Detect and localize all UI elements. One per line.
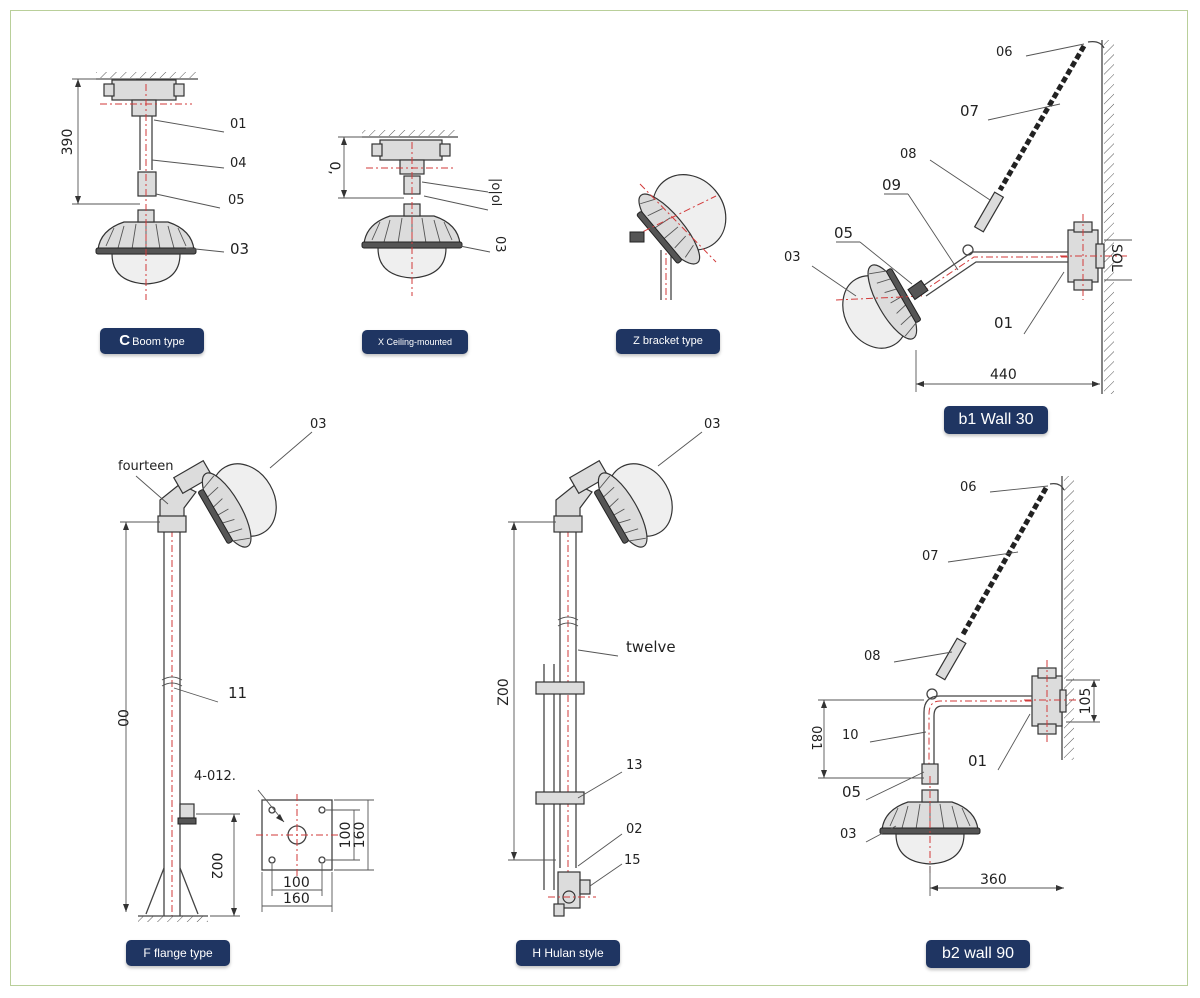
wall30-label-08: 08 [900, 147, 917, 162]
wall30-right-dimension: SOL [1108, 244, 1124, 272]
badge-wall30-label: b1 Wall 30 [958, 411, 1034, 428]
wall30-label-01: 01 [994, 314, 1013, 332]
wall90-width-dimension: 360 [980, 872, 1007, 888]
ceiling-part-label-03: 03 [492, 236, 507, 253]
junction-box [111, 79, 177, 101]
wall90-drop-dimension: 081 [808, 726, 823, 751]
ceiling-height-dimension: 0, [326, 161, 342, 174]
badge-boom-prefix: C [119, 332, 131, 349]
badge-wall-90: b2 wall 90 [926, 940, 1030, 968]
wall90-label-05: 05 [842, 783, 861, 801]
wall30-label-05: 05 [834, 224, 853, 242]
hulan-label-13: 13 [626, 758, 643, 773]
wall90-label-10: 10 [842, 728, 859, 743]
badge-flange-type: F flange type [126, 940, 230, 966]
flange-type-view: 00 002 100 160 [114, 417, 374, 922]
flange-base-height-dimension: 002 [208, 853, 224, 880]
badge-flange-label: F flange type [143, 946, 213, 960]
flange-label-03: 03 [310, 417, 327, 432]
wall90-label-01: 01 [968, 752, 987, 770]
part-label-05: 05 [228, 193, 245, 208]
hulan-style-view: Z00 03 twelve 13 02 15 [496, 417, 721, 917]
ceiling-hatch [96, 72, 198, 80]
flange-height-dimension: 00 [114, 709, 130, 727]
bracket-type-view [629, 174, 727, 300]
badge-bracket-type: Z bracket type [616, 329, 720, 354]
wall90-label-07: 07 [922, 549, 939, 564]
plate-width-100: 100 [283, 875, 310, 891]
ceiling-part-labels: |o|ol [488, 178, 503, 206]
hulan-label-15: 15 [624, 853, 641, 868]
drawing-frame [10, 10, 1188, 986]
wall-90-view: 081 105 360 06 07 08 10 05 03 01 [808, 476, 1100, 896]
flange-label-14: fourteen [118, 459, 173, 474]
wall90-label-08: 08 [864, 649, 881, 664]
wall30-label-07: 07 [960, 102, 979, 120]
hulan-label-02: 02 [626, 822, 643, 837]
badge-hulan-style: H Hulan style [516, 940, 620, 966]
badge-ceiling-label: X Ceiling-mounted [377, 337, 453, 347]
boom-type-view: 390 01 04 05 03 [60, 72, 249, 300]
wall90-label-06: 06 [960, 480, 977, 495]
plate-height-160: 160 [352, 822, 368, 849]
coupling [137, 171, 157, 197]
badge-ceiling-mounted: X Ceiling-mounted [362, 330, 468, 354]
plate-height-100: 100 [338, 822, 354, 849]
wall30-label-09: 09 [882, 176, 901, 194]
part-label-04: 04 [230, 156, 247, 171]
hole-note: 4-012. [194, 769, 236, 784]
wall30-label-03: 03 [784, 250, 801, 265]
badge-boom-label: Boom type [132, 336, 185, 348]
hulan-label-12: twelve [626, 638, 676, 656]
part-label-01: 01 [230, 117, 247, 132]
boom-height-dimension: 390 [60, 129, 76, 156]
badge-wall90-label: b2 wall 90 [941, 945, 1015, 962]
wall90-flange-dimension: 105 [1078, 688, 1094, 715]
plate-width-160: 160 [283, 891, 310, 907]
wall30-label-06: 06 [996, 45, 1013, 60]
badge-wall-30: b1 Wall 30 [944, 406, 1048, 434]
wall-30-view: 440 SOL 06 07 08 09 05 03 01 [784, 40, 1132, 394]
flange-label-11: 11 [228, 684, 247, 702]
base-plate-detail: 100 160 100 160 4-012. [194, 769, 374, 912]
part-label-03: 03 [230, 240, 249, 258]
wall30-width-dimension: 440 [990, 367, 1017, 383]
badge-hulan-label: H Hulan style [532, 946, 604, 960]
ceiling-mounted-view: 0, |o|ol 03 [326, 130, 507, 296]
badge-bracket-label: Z bracket type [633, 335, 703, 347]
wall90-label-03: 03 [840, 827, 857, 842]
hulan-height-dimension: Z00 [496, 678, 512, 705]
hulan-label-03: 03 [704, 417, 721, 432]
